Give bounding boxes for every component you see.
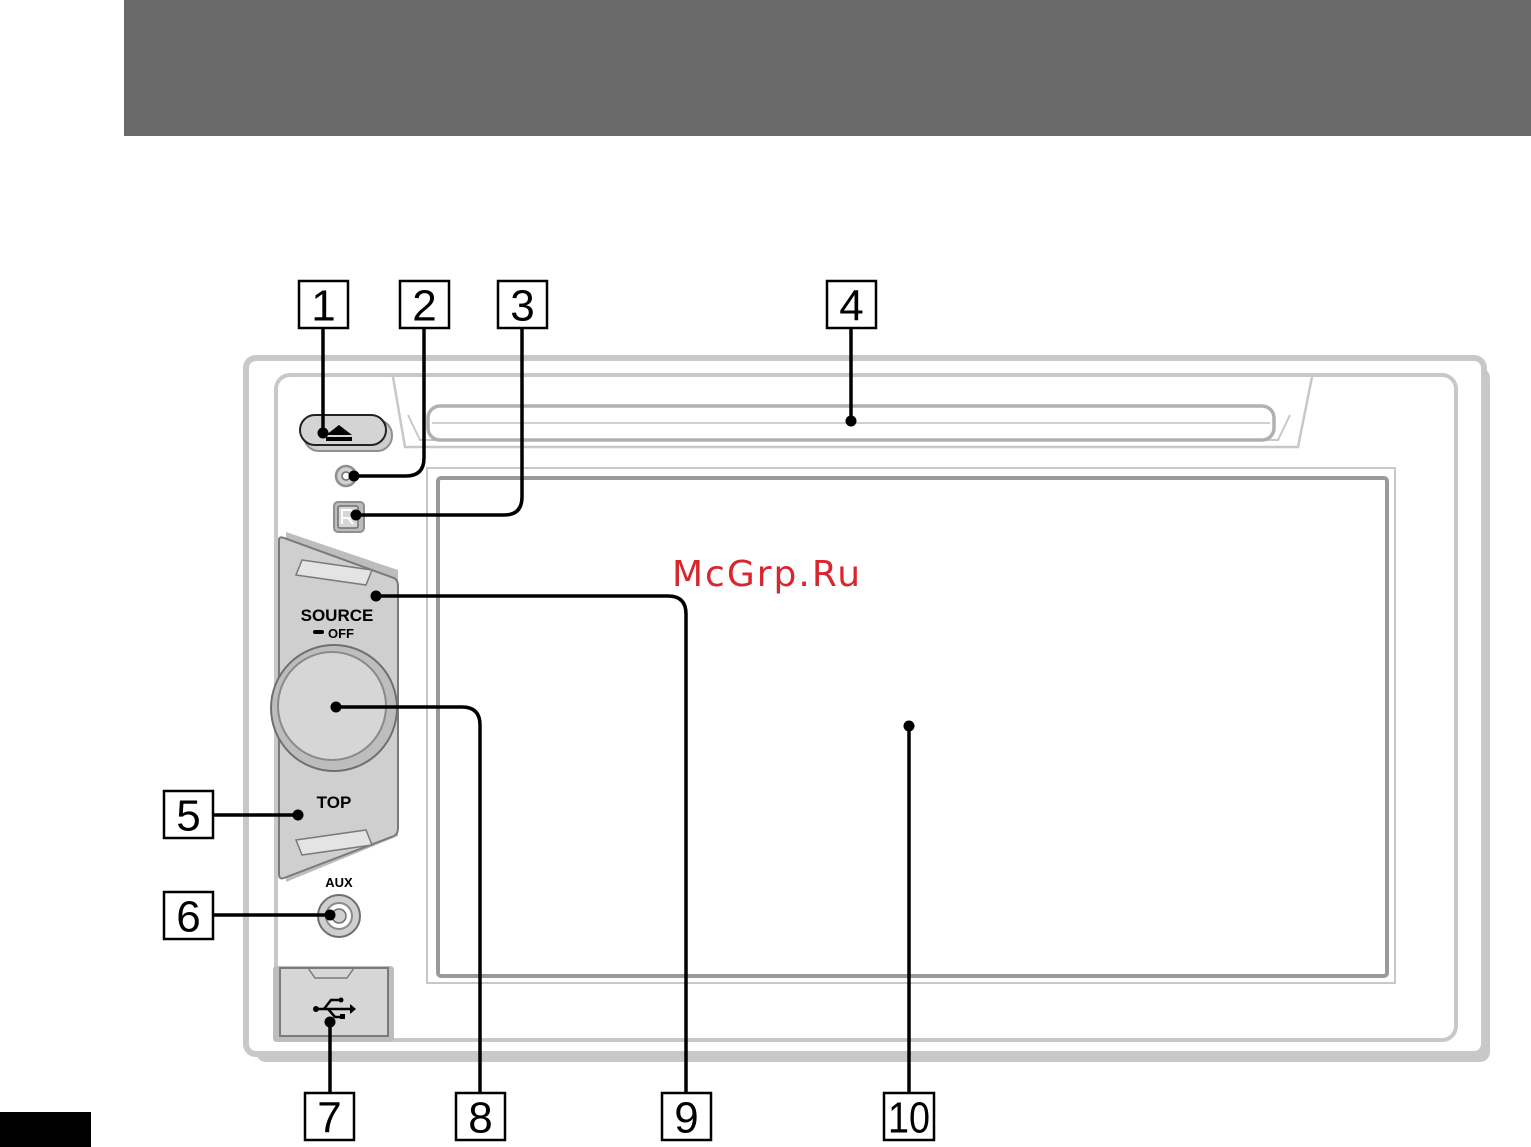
callout-4: 4 xyxy=(827,281,876,331)
callout-7: 7 xyxy=(305,1093,354,1143)
leader-dot-9 xyxy=(371,591,382,602)
leader-dot-7 xyxy=(325,1017,336,1028)
source-label: SOURCE xyxy=(301,606,374,625)
leader-dot-3 xyxy=(351,510,362,521)
callout-8: 8 xyxy=(456,1093,505,1143)
leader-dot-10 xyxy=(904,721,915,732)
callout-2: 2 xyxy=(400,281,449,331)
svg-text:6: 6 xyxy=(176,893,200,942)
leader-dot-2 xyxy=(349,471,360,482)
svg-text:8: 8 xyxy=(468,1094,492,1143)
svg-text:7: 7 xyxy=(317,1094,341,1143)
svg-text:3: 3 xyxy=(510,282,534,331)
callout-9: 9 xyxy=(662,1093,711,1143)
svg-text:10: 10 xyxy=(888,1094,930,1143)
svg-text:4: 4 xyxy=(839,282,863,331)
aux-label: AUX xyxy=(325,875,353,890)
svg-text:5: 5 xyxy=(176,792,200,841)
leader-dot-5 xyxy=(293,810,304,821)
svg-text:9: 9 xyxy=(674,1094,698,1143)
leader-dot-8 xyxy=(331,702,342,713)
watermark-text: McGrp.Ru xyxy=(672,554,862,595)
off-label: OFF xyxy=(328,626,354,641)
callout-5: 5 xyxy=(164,791,213,841)
top-button-label: TOP xyxy=(317,793,352,812)
callout-1: 1 xyxy=(299,281,348,331)
callout-3: 3 xyxy=(498,281,547,331)
callout-6: 6 xyxy=(164,892,213,942)
leader-dot-6 xyxy=(325,910,336,921)
svg-text:2: 2 xyxy=(412,282,436,331)
usb-port-cover[interactable] xyxy=(273,966,394,1042)
callout-10: 10 xyxy=(884,1093,934,1143)
svg-text:1: 1 xyxy=(311,282,335,331)
leader-dot-4 xyxy=(846,416,857,427)
eject-button[interactable] xyxy=(300,415,392,451)
leader-dot-1 xyxy=(318,428,329,439)
